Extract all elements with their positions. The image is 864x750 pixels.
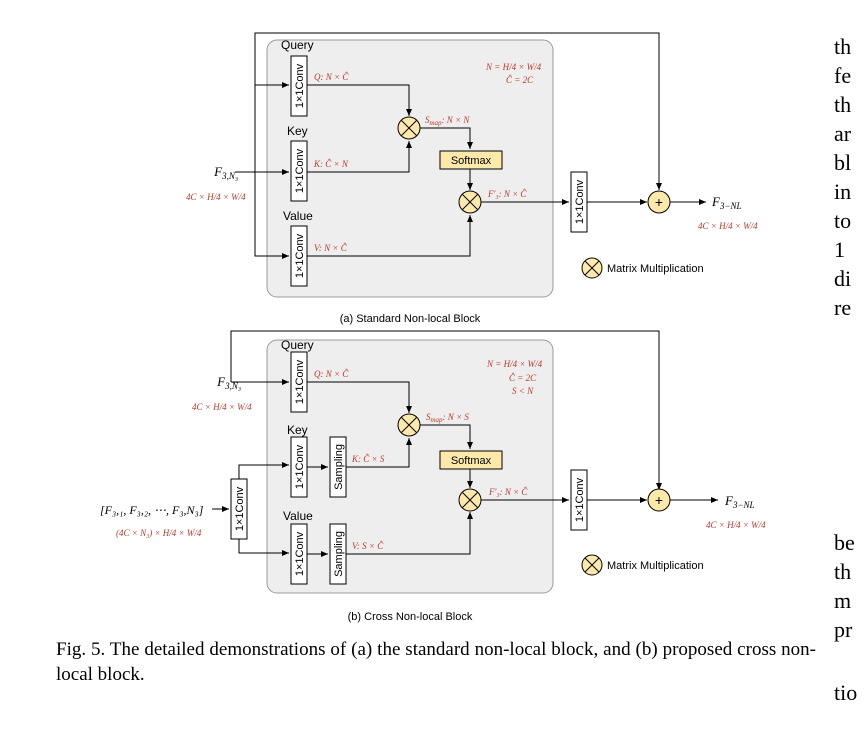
conv-to-value-b bbox=[238, 539, 289, 556]
legend-matmul-cross-b bbox=[584, 557, 600, 573]
note-n-a: N = H/4 × W/4 bbox=[485, 62, 542, 72]
subcaption-a: (a) Standard Non-local Block bbox=[340, 313, 481, 325]
value-sampling-b-label: Sampling bbox=[333, 531, 345, 577]
input-dim-b: 4C × H/4 × W/4 bbox=[192, 402, 252, 412]
conv-to-key-b bbox=[238, 462, 289, 479]
q-dim-b: Q: N × Ĉ bbox=[314, 369, 349, 379]
side-fragment: bl bbox=[834, 150, 852, 175]
side-fragment: re bbox=[834, 295, 852, 320]
side-fragment: m bbox=[834, 588, 852, 613]
output-conv-b-label: 1×1Conv bbox=[574, 477, 586, 522]
key-conv-a bbox=[290, 140, 308, 202]
label-value-a: Value bbox=[283, 209, 313, 223]
side-fragment: pr bbox=[834, 617, 853, 642]
input-to-value-a bbox=[254, 172, 289, 259]
note-n-b: N = H/4 × W/4 bbox=[486, 359, 543, 369]
key-conv-a-label: 1×1Conv bbox=[294, 148, 306, 193]
label-query-b: Query bbox=[281, 338, 314, 352]
block-a-background bbox=[266, 39, 554, 298]
block-a: Query Key Value 1×1Conv 1×1Conv 1×1Conv … bbox=[186, 32, 758, 325]
f3p-dim-b: F′₃: N × Ĉ bbox=[488, 487, 528, 497]
value-conv-b-label: 1×1Conv bbox=[294, 531, 306, 576]
key-conv-b-label: 1×1Conv bbox=[294, 444, 306, 489]
f3p-dim-a: F′₃: N × Ĉ bbox=[487, 189, 527, 199]
v-path-b bbox=[346, 512, 473, 555]
add-symbol-b: + bbox=[655, 492, 663, 508]
smap-path-a bbox=[420, 127, 473, 149]
matmul-cross-a1 bbox=[401, 120, 417, 136]
softmax-box-b bbox=[439, 450, 503, 470]
output-label-b: F3−NL bbox=[724, 493, 755, 510]
q-path-b bbox=[307, 381, 412, 413]
input-dim-a: 4C × H/4 × W/4 bbox=[186, 192, 246, 202]
side-fragment: be bbox=[834, 530, 855, 555]
v-path-a bbox=[307, 215, 473, 257]
k-path-b bbox=[346, 438, 412, 468]
side-fragment: 1 bbox=[834, 237, 845, 262]
input-label-b: F3,N₃ bbox=[216, 374, 241, 391]
label-value-b: Value bbox=[283, 509, 313, 523]
matmul-cross-b2 bbox=[462, 492, 478, 508]
q-path-a bbox=[307, 84, 412, 116]
label-query-a: Query bbox=[281, 38, 314, 52]
key-sampling-b-label: Sampling bbox=[333, 444, 345, 490]
smap-dim-b: Smap: N × S bbox=[426, 412, 469, 424]
figure: Query Key Value 1×1Conv 1×1Conv 1×1Conv … bbox=[100, 32, 766, 623]
note-c-a: Ĉ = 2C bbox=[506, 75, 534, 85]
input-to-query-a bbox=[254, 82, 289, 172]
q-dim-a: Q: N × Ĉ bbox=[314, 72, 349, 82]
figure-caption: Fig. 5. The detailed demonstrations of (… bbox=[56, 639, 816, 685]
v-dim-a: V: N × Ĉ bbox=[314, 243, 348, 253]
softmax-label-a: Softmax bbox=[451, 155, 492, 167]
side-fragment: in bbox=[834, 179, 852, 204]
side-fragment: di bbox=[834, 266, 852, 291]
output-dim-a: 4C × H/4 × W/4 bbox=[698, 221, 758, 231]
smap-path-b bbox=[420, 424, 473, 449]
side-fragment: th bbox=[834, 559, 852, 584]
v-dim-b: V: S × Ĉ bbox=[352, 541, 384, 551]
matmul-cross-a2 bbox=[462, 194, 478, 210]
softmax-label-b: Softmax bbox=[451, 455, 492, 467]
k-dim-a: K: Ĉ × N bbox=[313, 159, 349, 169]
side-fragment: tio bbox=[834, 680, 858, 705]
note-s-b: S < N bbox=[512, 386, 534, 396]
subcaption-b: (b) Cross Non-local Block bbox=[348, 611, 473, 623]
legend-label-b: Matrix Multiplication bbox=[607, 560, 704, 572]
cat-dim-b: (4C × N₃) × H/4 × W/4 bbox=[116, 528, 202, 538]
matmul-cross-b1 bbox=[401, 417, 417, 433]
input-label-a: F3,N₃ bbox=[213, 164, 238, 181]
label-key-b: Key bbox=[287, 423, 308, 437]
side-fragment: to bbox=[834, 208, 852, 233]
cat-label-b: [F₃,₁, F₃,₂, ⋯, F₃,N₃] bbox=[100, 503, 204, 517]
smap-dim-a: Smap: N × N bbox=[425, 115, 470, 127]
query-conv-a bbox=[290, 55, 308, 117]
side-fragment: fe bbox=[834, 63, 852, 88]
output-label-a: F3−NL bbox=[711, 194, 742, 211]
add-symbol-a: + bbox=[655, 194, 663, 210]
softmax-box-a bbox=[439, 150, 503, 170]
value-conv-a-label: 1×1Conv bbox=[294, 233, 306, 278]
label-key-a: Key bbox=[287, 124, 308, 138]
block-b: 1×1Conv Query Key Value 1×1Conv 1×1Conv … bbox=[100, 330, 766, 623]
query-conv-a-label: 1×1Conv bbox=[294, 63, 306, 108]
side-fragment: ar bbox=[834, 121, 852, 146]
query-conv-b-label: 1×1Conv bbox=[294, 359, 306, 404]
side-fragment: th bbox=[834, 34, 852, 59]
cat-conv-b-label: 1×1Conv bbox=[234, 486, 246, 531]
skip-line-b bbox=[230, 330, 662, 490]
k-path-a bbox=[307, 141, 412, 173]
legend-label-a: Matrix Multiplication bbox=[607, 263, 704, 275]
legend-matmul-cross-a bbox=[584, 260, 600, 276]
note-c-b: Ĉ = 2C bbox=[509, 373, 537, 383]
k-dim-b: K: Ĉ × S bbox=[351, 454, 385, 464]
output-dim-b: 4C × H/4 × W/4 bbox=[706, 520, 766, 530]
side-fragment: th bbox=[834, 92, 852, 117]
output-conv-a-label: 1×1Conv bbox=[574, 179, 586, 224]
